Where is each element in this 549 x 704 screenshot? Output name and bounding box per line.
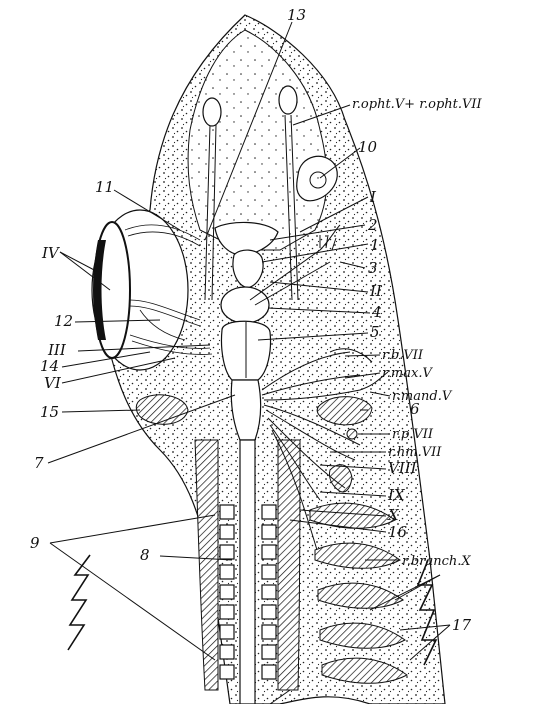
rostral-nerve-left — [204, 124, 211, 301]
label-VIII: VIII — [388, 459, 418, 477]
label-r-max-V: r.max.V — [382, 366, 433, 381]
label-3: 3 — [368, 259, 378, 277]
rostral-nerve-left-b — [211, 124, 217, 301]
rostral-nerve-right-b — [290, 114, 299, 301]
label-r-p-VII: r.p.VII — [392, 427, 434, 442]
label-1: 1 — [370, 236, 380, 254]
label-10: 10 — [358, 138, 378, 156]
label-IX: IX — [387, 486, 406, 504]
label-4: 4 — [371, 303, 382, 321]
eye-dark-edge — [93, 240, 106, 340]
spinal-cord — [239, 439, 256, 704]
label-9: 9 — [30, 534, 40, 552]
label-IV: IV — [41, 244, 61, 262]
label-14: 14 — [40, 357, 59, 375]
vertebrae-left — [219, 504, 235, 680]
label-8: 8 — [140, 546, 150, 564]
olfactory-bulb-left — [214, 221, 279, 256]
vertebrae-right — [261, 504, 277, 680]
endolymph-pore — [346, 428, 358, 440]
labels: 13 r.opht.V+ r.opht.VII 10 11 I 2 1 3 IV… — [30, 6, 483, 634]
label-r-branch-X: r.branch.X — [402, 554, 471, 569]
myomeres-right — [277, 439, 301, 691]
cartilage-right — [316, 396, 373, 426]
label-5: 5 — [370, 323, 380, 341]
nasal-opening — [309, 171, 327, 189]
leader-lines — [47, 21, 451, 704]
myomeres-left — [194, 439, 219, 691]
label-15: 15 — [40, 403, 59, 421]
olfactory-end-left — [202, 97, 222, 127]
label-7: 7 — [34, 454, 44, 472]
rostral-nerve-right — [284, 114, 293, 301]
eye-muscles — [124, 224, 213, 355]
label-X: X — [387, 506, 400, 524]
label-I-roman: I — [369, 188, 377, 206]
label-17: 17 — [452, 616, 472, 634]
label-III: III — [47, 341, 67, 359]
label-6: 6 — [410, 400, 420, 418]
label-r-b-VII: r.b.VII — [382, 348, 424, 363]
midbrain — [220, 286, 270, 324]
label-r-mand-V: r.mand.V — [392, 389, 453, 404]
label-16: 16 — [388, 523, 408, 541]
label-2: 2 — [367, 216, 378, 234]
label-12: 12 — [54, 312, 73, 330]
label-VI: VI — [44, 374, 62, 392]
forebrain — [232, 249, 264, 289]
label-11: 11 — [95, 178, 114, 196]
cranial-nerves — [249, 224, 389, 561]
spiracle — [329, 464, 353, 493]
label-r-hm-VII: r.hm.VII — [388, 445, 442, 460]
gill-arches — [309, 502, 408, 684]
gill-slit-left — [67, 554, 91, 651]
olfactory-end-right — [278, 85, 298, 115]
label-r-opht: r.opht.V+ r.opht.VII — [352, 97, 483, 112]
label-13: 13 — [287, 6, 306, 24]
label-II: II — [369, 282, 383, 300]
